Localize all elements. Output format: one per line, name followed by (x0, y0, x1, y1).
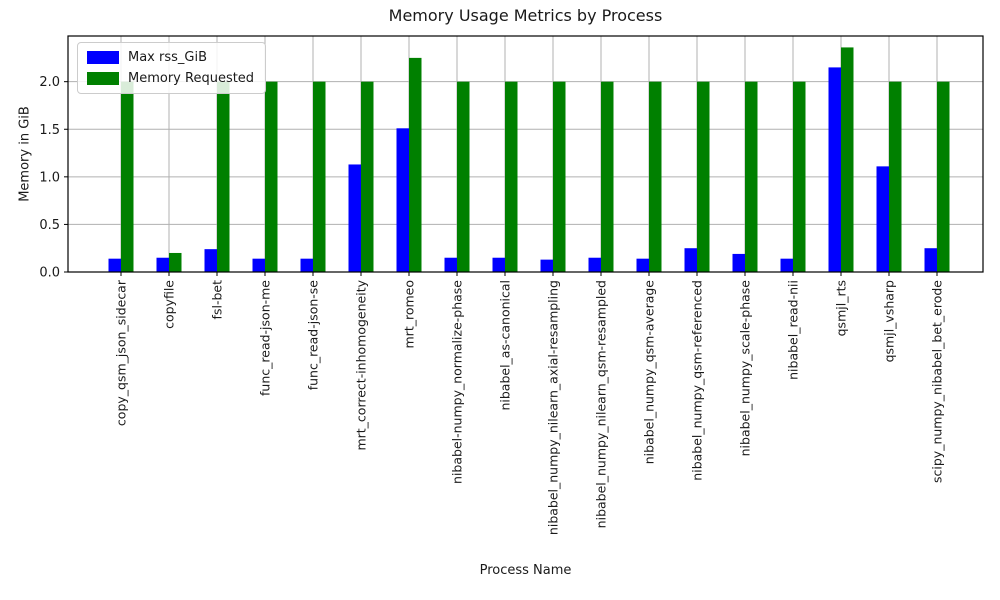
legend-swatch (87, 72, 119, 85)
bar-memory-requested (937, 81, 950, 272)
x-tick-label: nibabel-numpy_normalize-phase (450, 280, 465, 484)
chart-title: Memory Usage Metrics by Process (388, 6, 663, 25)
x-tick-label: nibabel_as-canonical (498, 280, 513, 411)
bar-max-rss (300, 258, 313, 272)
bar-max-rss (636, 258, 649, 272)
x-tick-label: qsmjl_vsharp (882, 280, 897, 362)
bar-memory-requested (793, 81, 806, 272)
x-tick-label: mrt_romeo (402, 280, 417, 349)
y-tick-label: 2.0 (39, 75, 60, 90)
bar-max-rss (588, 257, 601, 272)
x-tick-label: nibabel_read-nii (786, 280, 801, 380)
y-tick-label: 1.5 (39, 123, 60, 138)
x-tick-label: nibabel_numpy_qsm-referenced (690, 280, 705, 481)
x-axis-label: Process Name (479, 563, 572, 578)
x-tick-label: copyfile (162, 280, 177, 329)
bar-max-rss (540, 259, 553, 272)
bar-memory-requested (361, 81, 374, 272)
legend: Max rss_GiB Memory Requested (77, 42, 267, 94)
bar-max-rss (924, 248, 937, 272)
bar-max-rss (396, 128, 409, 272)
bar-max-rss (156, 257, 169, 272)
bar-max-rss (780, 258, 793, 272)
y-tick-label: 1.0 (39, 170, 60, 185)
x-tick-label: func_read-json-me (258, 280, 273, 396)
y-tick-label: 0.5 (39, 218, 60, 233)
x-tick-label: fsl-bet (210, 280, 225, 320)
bar-memory-requested (121, 81, 134, 272)
bar-max-rss (444, 257, 457, 272)
bar-max-rss (348, 164, 361, 272)
bar-memory-requested (697, 81, 710, 272)
bar-max-rss (876, 166, 889, 272)
bar-memory-requested (313, 81, 326, 272)
bar-memory-requested (457, 81, 470, 272)
x-tick-label: nibabel_numpy_qsm-average (642, 280, 657, 465)
legend-item: Max rss_GiB (87, 50, 254, 65)
y-axis-label: Memory in GiB (17, 106, 33, 202)
bar-memory-requested (745, 81, 758, 272)
x-tick-label: nibabel_numpy_scale-phase (738, 280, 753, 457)
bar-memory-requested (841, 47, 854, 272)
y-tick-label: 0.0 (39, 266, 60, 281)
bar-memory-requested (169, 252, 182, 272)
bar-max-rss (492, 257, 505, 272)
bar-max-rss (828, 67, 841, 272)
plot-border (67, 35, 984, 273)
x-tick-label: nibabel_numpy_nilearn_axial-resampling (546, 280, 561, 535)
bar-memory-requested (553, 81, 566, 272)
bar-memory-requested (889, 81, 902, 272)
legend-item: Memory Requested (87, 71, 254, 86)
bar-memory-requested (265, 81, 278, 272)
bar-max-rss (684, 248, 697, 272)
bar-memory-requested (505, 81, 518, 272)
bar-memory-requested (409, 57, 422, 272)
bar-memory-requested (649, 81, 662, 272)
bar-max-rss (732, 253, 745, 272)
bar-memory-requested (217, 81, 230, 272)
x-tick-label: nibabel_numpy_nilearn_qsm-resampled (594, 280, 609, 528)
bar-memory-requested (601, 81, 614, 272)
x-tick-label: copy_qsm_json_sidecar (114, 279, 129, 426)
legend-label: Memory Requested (128, 71, 255, 86)
x-tick-label: qsmjl_rts (834, 280, 849, 336)
x-tick-label: mrt_correct-inhomogeneity (354, 279, 369, 450)
bar-max-rss (252, 258, 265, 272)
bar-max-rss (108, 258, 121, 272)
bar-max-rss (204, 249, 217, 272)
x-tick-label: scipy_numpy_nibabel_bet_erode (930, 280, 945, 483)
legend-swatch (87, 51, 119, 64)
x-tick-label: func_read-json-se (306, 280, 321, 391)
legend-label: Max rss_GiB (128, 50, 208, 65)
